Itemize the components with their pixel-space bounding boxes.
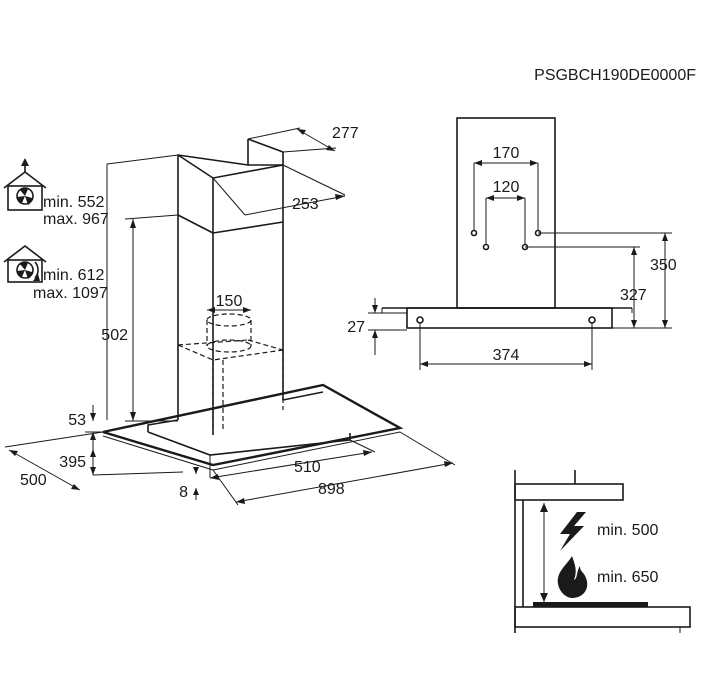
- dim-120: 120: [485, 179, 526, 244]
- recirculation-min-label: min. 612: [43, 267, 104, 284]
- dim-395: 395: [59, 446, 184, 476]
- dim-374-label: 374: [493, 347, 520, 364]
- recirculation-max-label: max. 1097: [33, 285, 108, 302]
- house-recirculation-icon: [3, 244, 47, 283]
- dim-510-label: 510: [294, 459, 321, 476]
- dim-53: 53: [68, 405, 103, 446]
- dim-170: 170: [473, 145, 539, 230]
- hood-side-profile: [514, 483, 624, 501]
- dim-327-label: 327: [620, 287, 647, 304]
- dim-898: 898: [212, 431, 456, 506]
- chimney-outline: [177, 138, 284, 435]
- dim-374: 374: [419, 323, 593, 370]
- dim-395-label: 395: [59, 454, 86, 471]
- gas-min-label: min. 650: [597, 569, 658, 586]
- dim-8: 8: [179, 467, 199, 501]
- dim-898-label: 898: [318, 481, 345, 498]
- dim-277: 277: [247, 125, 359, 153]
- outlet-collar: [206, 313, 252, 353]
- dim-253: 253: [212, 164, 346, 216]
- dim-502: 502: [101, 219, 178, 422]
- canopy-front: [406, 307, 613, 329]
- dim-27-label: 27: [347, 319, 365, 336]
- extraction-max-label: max. 967: [43, 211, 109, 228]
- flame-icon: [557, 556, 588, 598]
- dim-53-label: 53: [68, 412, 86, 429]
- dim-120-label: 120: [493, 179, 520, 196]
- dim-253-label: 253: [292, 196, 319, 213]
- mount-hole-left: [416, 316, 424, 324]
- electric-min-label: min. 500: [597, 522, 658, 539]
- lightning-icon: [560, 512, 586, 551]
- model-code: PSGBCH190DE0000F: [534, 67, 696, 84]
- motor-housing-hidden: [177, 339, 284, 432]
- hob-clearance-view: min. 500 min. 650: [514, 470, 691, 633]
- hob-profile: [514, 606, 691, 628]
- dim-350: 350: [538, 232, 677, 329]
- mount-hole-right: [588, 316, 596, 324]
- dim-500: 500: [4, 431, 104, 491]
- dim-277-label: 277: [332, 125, 359, 142]
- dim-500-label: 500: [20, 472, 47, 489]
- dim-8-label: 8: [179, 484, 188, 501]
- dim-502-label: 502: [101, 327, 128, 344]
- bracket-hole: [482, 243, 490, 251]
- hood-front-view: 170 120 350 327: [347, 117, 677, 370]
- hob-top: [533, 602, 648, 607]
- dim-170-label: 170: [493, 145, 520, 162]
- hood-perspective-view: 277 253 150 502: [3, 125, 456, 506]
- dim-150-label: 150: [216, 293, 243, 310]
- bracket-hole: [470, 229, 478, 237]
- extraction-min-label: min. 552: [43, 194, 104, 211]
- canopy-glass: [102, 383, 404, 471]
- house-fan-extraction-icon: [3, 158, 47, 211]
- dim-350-label: 350: [650, 257, 677, 274]
- dim-27: 27: [347, 298, 407, 355]
- dim-327: 327: [525, 246, 647, 328]
- dim-150: 150: [207, 293, 251, 313]
